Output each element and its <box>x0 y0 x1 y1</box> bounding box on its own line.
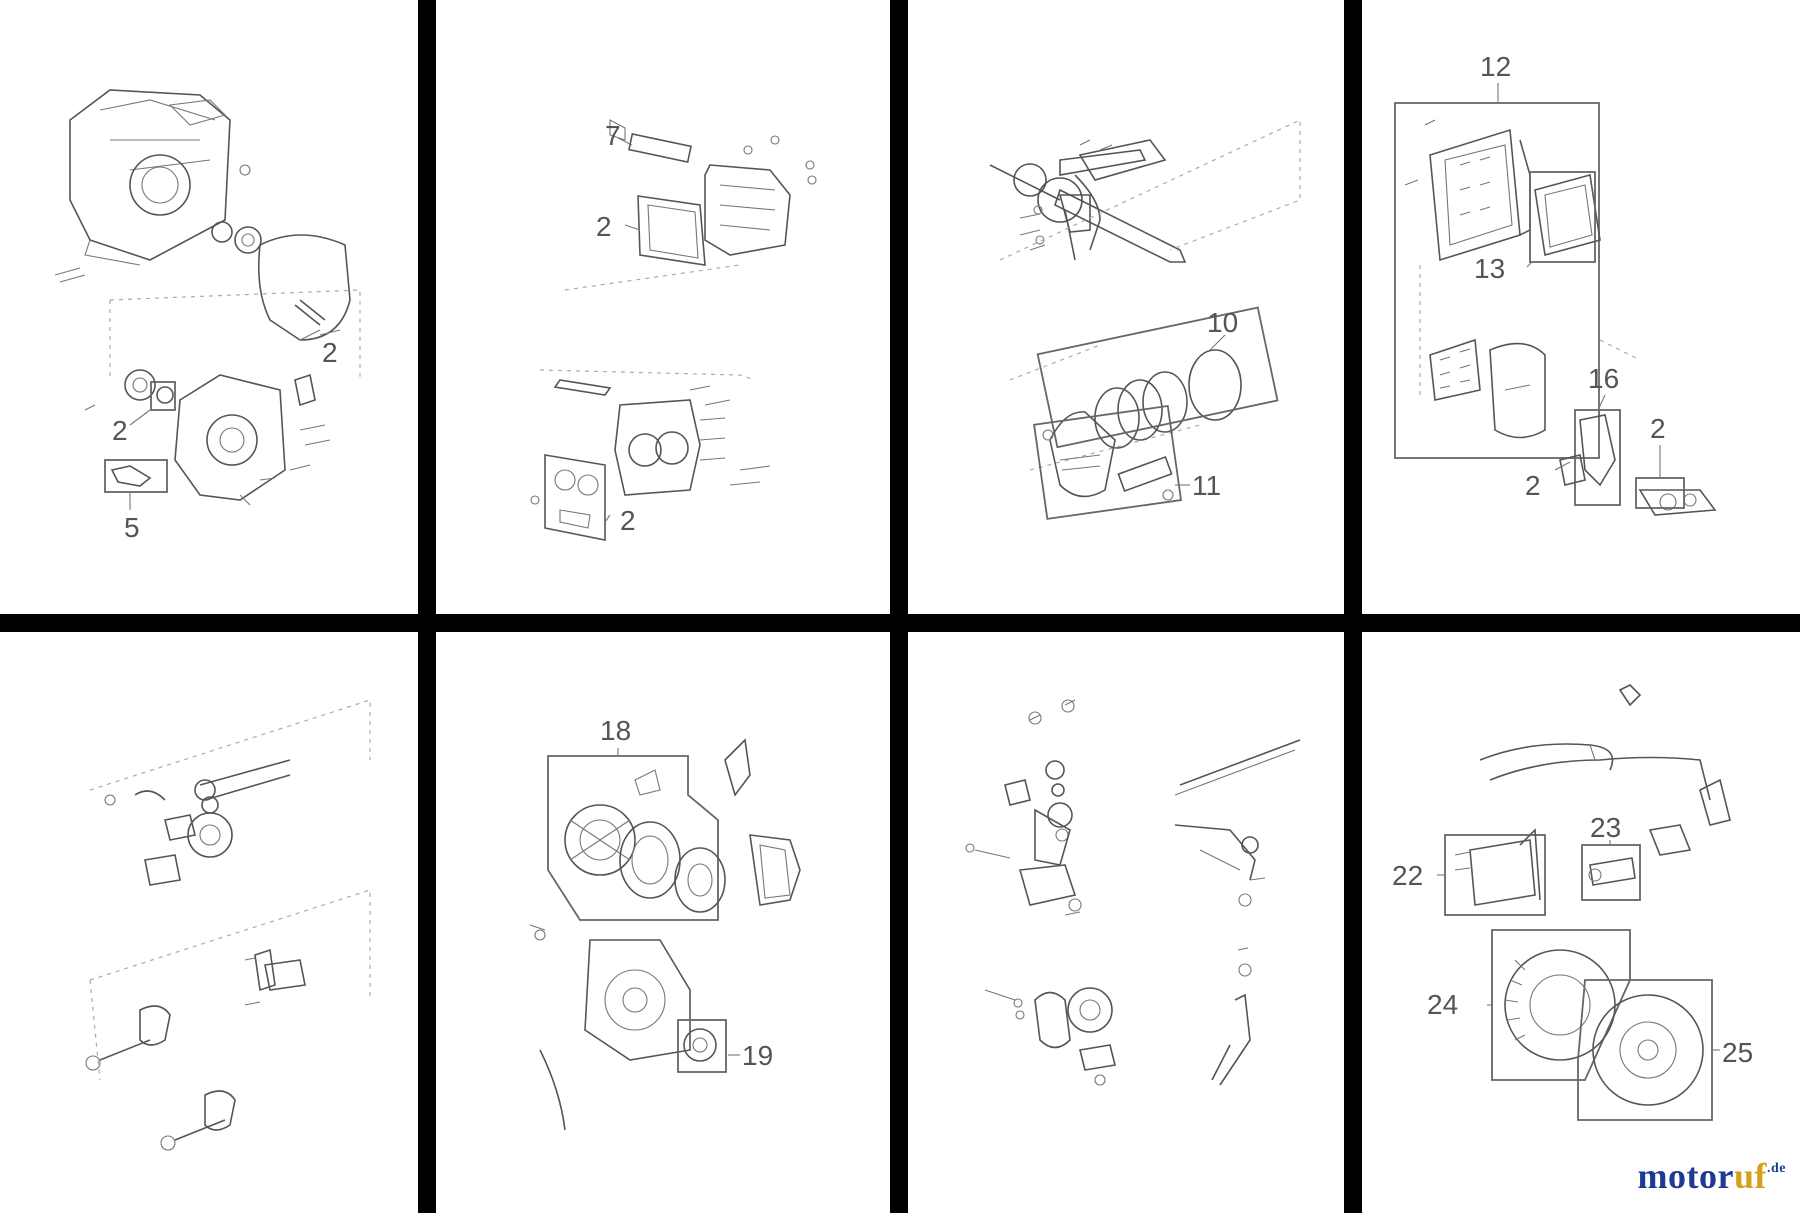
callout-25: 25 <box>1722 1037 1753 1068</box>
callout-2: 2 <box>1525 470 1541 501</box>
callout-labels: 2 2 5 7 2 2 10 11 12 13 16 2 2 18 19 22 … <box>112 51 1753 1071</box>
callout-2: 2 <box>112 415 128 446</box>
panel-recoil-starter <box>529 738 801 1131</box>
logo-text-uf: uf <box>1733 1156 1767 1196</box>
panel-air-filter-carburetor <box>1394 102 1717 516</box>
callout-2: 2 <box>620 505 636 536</box>
panel-crankcase <box>54 89 361 510</box>
callout-10: 10 <box>1207 307 1238 338</box>
callout-22: 22 <box>1392 860 1423 891</box>
logo-text-de: .de <box>1767 1161 1786 1176</box>
panel-cylinder-head <box>530 119 817 541</box>
callout-2: 2 <box>596 211 612 242</box>
callout-11: 11 <box>1192 470 1221 501</box>
callout-19: 19 <box>742 1040 773 1071</box>
panel-governor-linkage <box>965 699 1301 1086</box>
panel-crankshaft-piston <box>989 119 1301 520</box>
callout-18: 18 <box>600 715 631 746</box>
motoruf-logo: motoruf.de <box>1638 1155 1786 1197</box>
callout-24: 24 <box>1427 989 1458 1020</box>
callout-5: 5 <box>124 512 140 543</box>
panel-ignition-flywheel <box>1444 684 1731 1121</box>
callout-12: 12 <box>1480 51 1511 82</box>
callout-16: 16 <box>1588 363 1619 394</box>
panel-camshaft-valves <box>85 699 371 1151</box>
callout-leaders <box>129 83 1720 1056</box>
callout-23: 23 <box>1590 812 1621 843</box>
callout-13: 13 <box>1474 253 1505 284</box>
callout-2: 2 <box>322 337 338 368</box>
logo-text-motor: motor <box>1637 1156 1734 1196</box>
callout-7: 7 <box>605 120 621 151</box>
callout-2: 2 <box>1650 413 1666 444</box>
